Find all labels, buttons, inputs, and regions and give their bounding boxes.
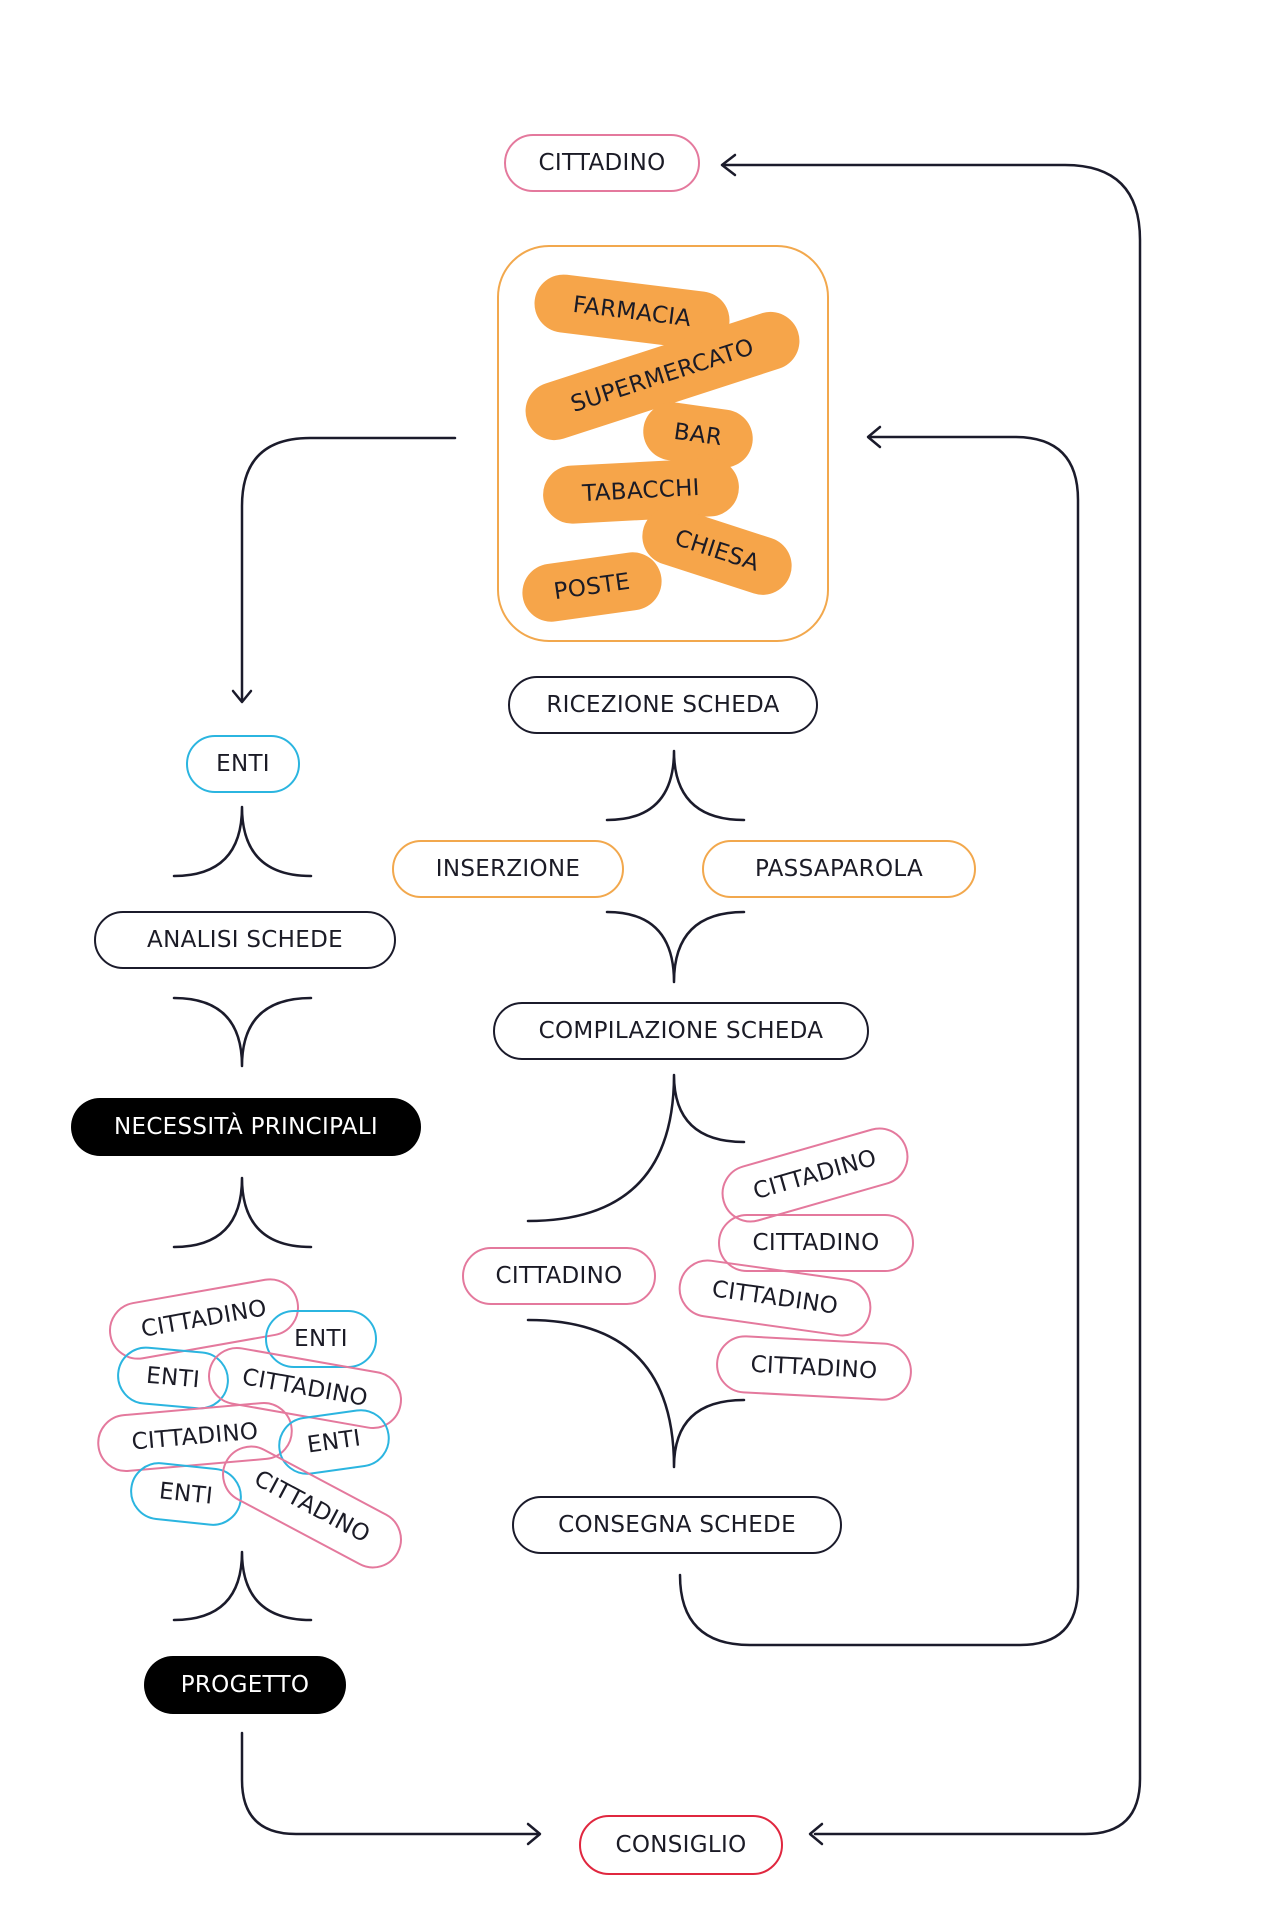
cittadino-stack-4: CITTADINO — [714, 1333, 914, 1403]
arrowhead-box — [866, 425, 882, 449]
cittadino-single-node: CITTADINO — [462, 1247, 656, 1305]
ricezione-scheda-node: RICEZIONE SCHEDA — [508, 676, 818, 734]
inserzione-node: INSERZIONE — [392, 840, 624, 898]
necessita-principali-node: NECESSITÀ PRINCIPALI — [71, 1098, 421, 1156]
split-necessita — [172, 1176, 313, 1249]
loop-consiglio-to-cittadino — [723, 163, 1142, 1836]
cluster-enti-1: ENTI — [265, 1310, 377, 1368]
passaparola-node: PASSAPAROLA — [702, 840, 976, 898]
analisi-schede-node: ANALISI SCHEDE — [94, 911, 396, 969]
merge-necessita — [172, 996, 313, 1068]
consegna-schede-node: CONSEGNA SCHEDE — [512, 1496, 842, 1554]
arrowhead-cittadino — [720, 153, 737, 177]
line-box-to-enti — [240, 436, 457, 702]
arrowhead-consiglio-left — [526, 1822, 542, 1846]
split-enti — [172, 805, 313, 878]
cittadino-stack-2: CITTADINO — [718, 1214, 914, 1272]
enti-node: ENTI — [186, 735, 300, 793]
places-box — [497, 245, 829, 642]
merge-compilazione — [605, 910, 746, 984]
compilazione-scheda-node: COMPILAZIONE SCHEDA — [493, 1002, 869, 1060]
merge-consegna — [526, 1318, 746, 1469]
split-compilazione — [526, 1073, 746, 1223]
line-progetto-to-consiglio — [240, 1731, 540, 1836]
arrowhead-consiglio-right — [808, 1822, 824, 1846]
loop-consegna-to-box — [678, 435, 1080, 1647]
split-cluster — [172, 1550, 313, 1622]
split-ricezione — [605, 749, 746, 822]
arrowhead-enti — [231, 689, 253, 704]
consiglio-node: CONSIGLIO — [579, 1815, 783, 1875]
progetto-node: PROGETTO — [144, 1656, 346, 1714]
cittadino-top-node: CITTADINO — [504, 134, 700, 192]
place-tabacchi: TABACCHI — [541, 456, 741, 526]
